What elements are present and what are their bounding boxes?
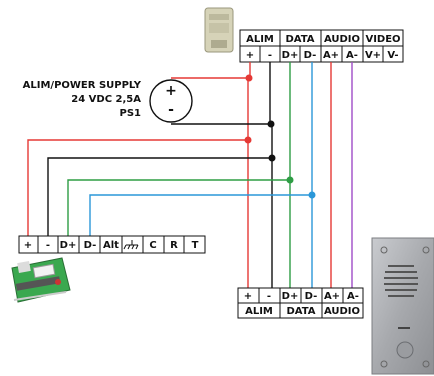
- wire-left-minus: [47, 157, 272, 246]
- psu-minus-sign: -: [168, 102, 174, 118]
- bottom-group-audio: AUDIO: [324, 306, 360, 317]
- bottom-group-alim: ALIM: [245, 306, 273, 317]
- left-pin-dminus: D-: [84, 240, 97, 251]
- left-pin-plus: +: [24, 240, 32, 251]
- power-supply-symbol: + -: [149, 79, 193, 123]
- top-pin-dplus: D+: [282, 50, 299, 61]
- top-pin-dminus: D-: [304, 50, 317, 61]
- top-pin-plus: +: [246, 50, 254, 61]
- left-pin-minus: -: [46, 240, 50, 251]
- wire-left-dplus: [67, 179, 290, 246]
- top-pin-minus: -: [268, 50, 272, 61]
- bottom-pin-aminus: A-: [347, 291, 359, 302]
- bottom-pin-dplus: D+: [282, 291, 299, 302]
- controller-board-icon: [11, 257, 71, 303]
- junction-alim-plus: [244, 136, 252, 144]
- left-pin-alt: Alt: [103, 240, 119, 251]
- top-group-video: VIDEO: [365, 34, 400, 45]
- bottom-terminal-block: [237, 287, 364, 319]
- bottom-pin-minus: -: [267, 291, 271, 302]
- wire-psu-minus: [171, 123, 273, 296]
- left-pin-c: C: [149, 240, 156, 251]
- wire-left-plus: [27, 139, 248, 246]
- top-pin-aplus: A+: [323, 50, 339, 61]
- junction-alim-minus: [268, 154, 276, 162]
- wire-left-dminus: [89, 194, 312, 246]
- video-module-icon: [204, 7, 234, 53]
- left-pin-r: R: [170, 240, 178, 251]
- power-supply-rating: 24 VDC 2,5A: [71, 94, 141, 105]
- junction-data-minus: [308, 191, 316, 199]
- bottom-pin-plus: +: [244, 291, 252, 302]
- ground-icon: [123, 240, 139, 250]
- top-group-data: DATA: [285, 34, 314, 45]
- bottom-pin-aplus: A+: [324, 291, 340, 302]
- junction-data-plus: [286, 176, 294, 184]
- left-terminal-block: [18, 235, 206, 254]
- bottom-pin-dminus: D-: [305, 291, 318, 302]
- power-supply-id: PS1: [120, 108, 142, 119]
- left-pin-t: T: [192, 240, 199, 251]
- top-group-alim: ALIM: [246, 34, 274, 45]
- top-terminal-block: [239, 29, 404, 63]
- left-pin-dplus: D+: [60, 240, 77, 251]
- entrance-panel-icon: [371, 237, 434, 375]
- top-pin-vminus: V-: [387, 50, 398, 61]
- bottom-group-data: DATA: [286, 306, 315, 317]
- top-pin-aminus: A-: [346, 50, 358, 61]
- top-group-audio: AUDIO: [324, 34, 360, 45]
- junction-alim-minus-top: [267, 120, 275, 128]
- psu-plus-sign: +: [165, 83, 177, 99]
- junction-alim-plus-top: [245, 74, 253, 82]
- top-pin-vplus: V+: [365, 50, 381, 61]
- power-supply-title: ALIM/POWER SUPPLY: [23, 80, 142, 91]
